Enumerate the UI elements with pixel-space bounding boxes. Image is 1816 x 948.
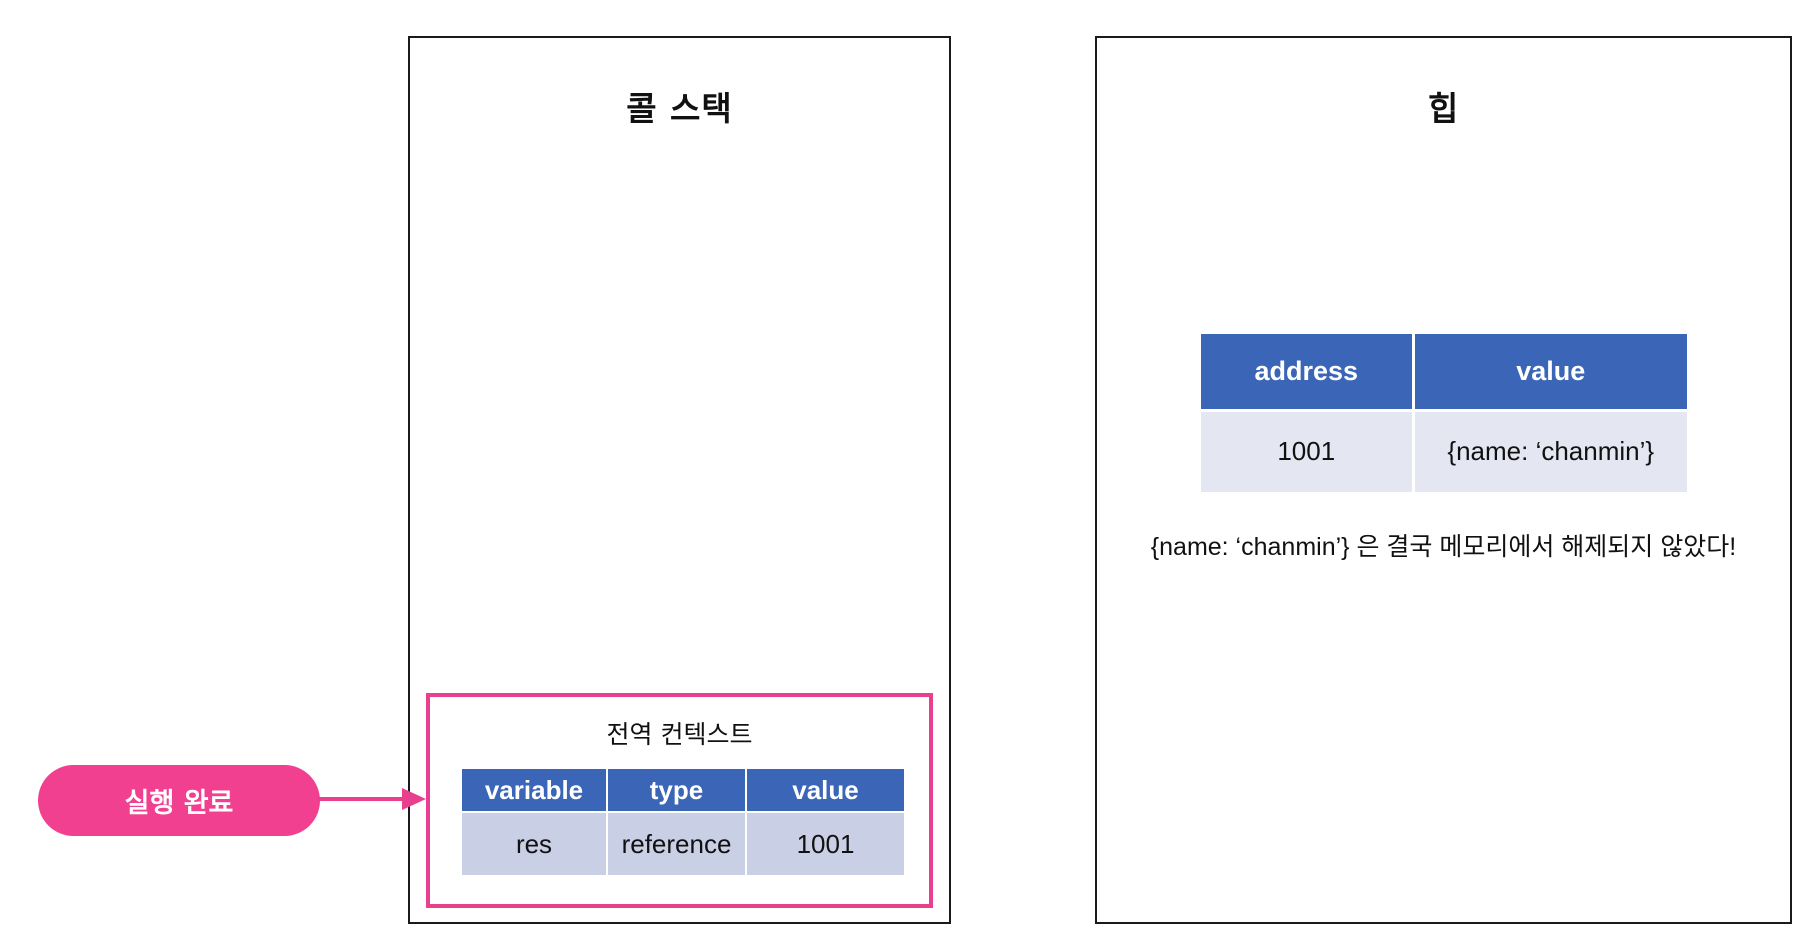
table-header-row: address value [1201,334,1687,410]
header-type: type [607,769,747,812]
cell-type: reference [607,811,747,875]
execution-complete-pill: 실행 완료 [38,765,320,836]
call-stack-title: 콜 스택 [626,89,733,128]
table-header-row: variable type value [462,769,904,812]
cell-value: 1001 [746,811,904,875]
cell-variable: res [462,811,608,875]
arrow-right-icon [318,788,426,810]
header-address: address [1201,334,1415,410]
header-value: value [1413,334,1687,410]
header-variable: variable [462,769,608,812]
table-row: res reference 1001 [462,811,904,875]
heap-title: 힙 [1427,89,1460,128]
global-context-title: 전역 컨텍스트 [606,720,753,749]
global-context-table: variable type value res reference 1001 [462,769,904,875]
table-row: 1001 {name: ‘chanmin’} [1201,408,1687,492]
heap-note: {name: ‘chanmin’} 은 결국 메모리에서 해제되지 않았다! [1150,533,1737,561]
header-value: value [746,769,904,812]
cell-object-value: {name: ‘chanmin’} [1413,408,1687,492]
global-context-box: 전역 컨텍스트 variable type value res referenc… [426,693,933,908]
heap-table: address value 1001 {name: ‘chanmin’} [1201,334,1687,492]
cell-address: 1001 [1201,408,1415,492]
